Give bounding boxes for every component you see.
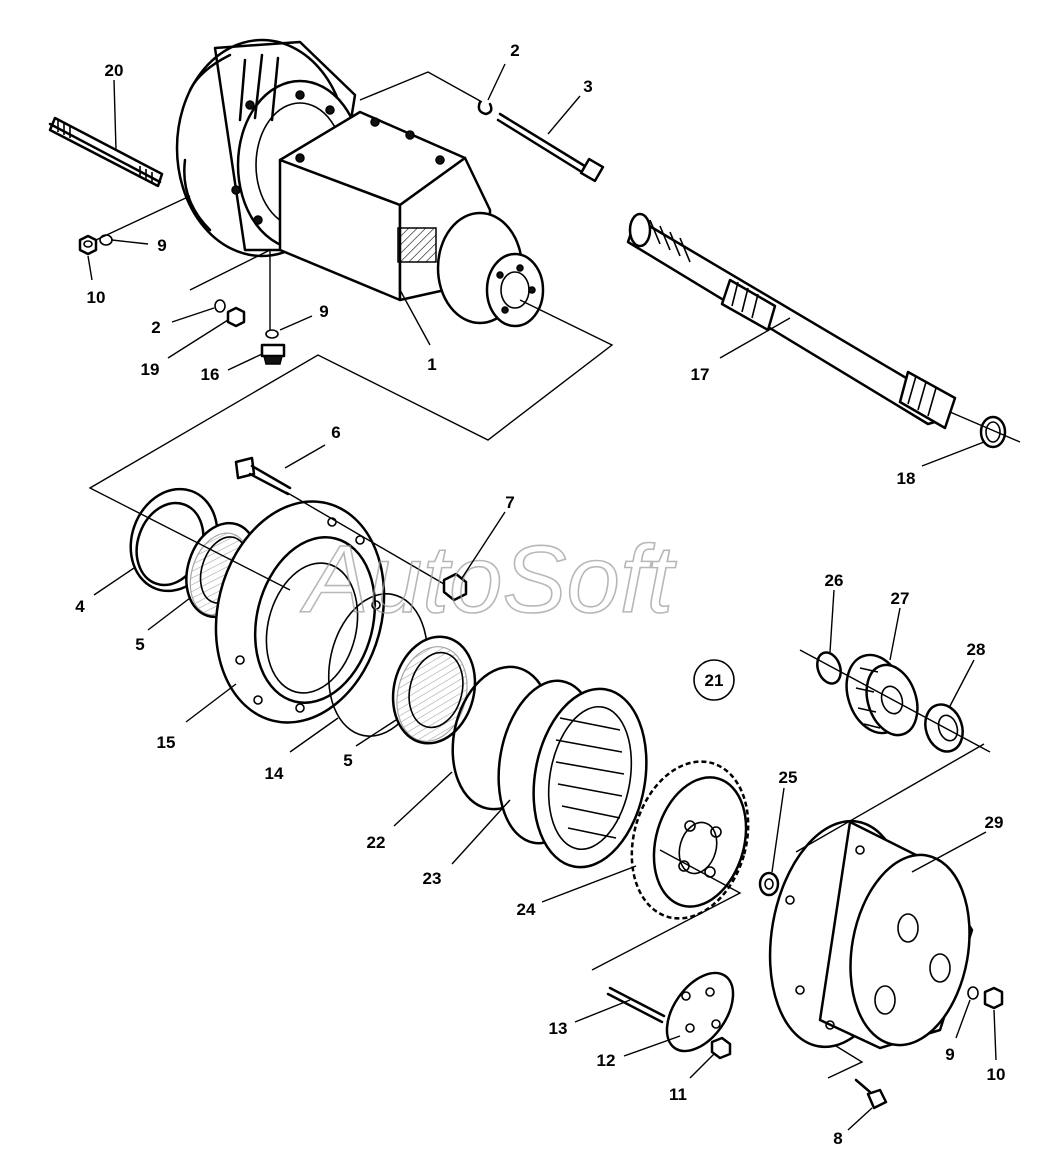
callout-15: 15 (157, 733, 176, 752)
snap-ring-26 (816, 651, 842, 685)
ring-gear-23 (497, 679, 648, 869)
bolt-3 (496, 112, 605, 183)
callout-1: 1 (427, 355, 436, 374)
callout-26: 26 (825, 571, 844, 590)
callout-10-right: 10 (987, 1065, 1006, 1084)
callout-3: 3 (583, 77, 592, 96)
callout-7: 7 (505, 493, 514, 512)
callout-5-inner: 5 (343, 751, 352, 770)
thrust-washer-25 (758, 871, 780, 897)
group-label-text: 21 (705, 671, 724, 690)
callout-4: 4 (75, 597, 85, 616)
plug-16 (260, 343, 286, 365)
callout-9-plug: 9 (319, 302, 328, 321)
group-label-21: 21 (693, 659, 735, 701)
nut-10-right (983, 986, 1004, 1010)
callout-23: 23 (423, 869, 442, 888)
long-stud-20 (48, 116, 164, 188)
nut-7 (442, 572, 468, 602)
axle-shaft-17 (626, 212, 1021, 443)
callout-13: 13 (549, 1019, 568, 1038)
planet-axis-line (799, 649, 991, 753)
callout-29: 29 (985, 813, 1004, 832)
callout-24: 24 (517, 900, 536, 919)
callout-12: 12 (597, 1051, 616, 1070)
callout-28: 28 (967, 640, 986, 659)
callout-22: 22 (367, 833, 386, 852)
callout-19: 19 (141, 360, 160, 379)
nut-19 (226, 306, 246, 328)
watermark-text: AutoSoft (300, 526, 677, 633)
washer-2-top (477, 100, 493, 116)
lock-plate-12 (665, 971, 735, 1053)
callout-20: 20 (105, 61, 124, 80)
callout-10-left: 10 (87, 288, 106, 307)
washer-9-left (99, 234, 113, 246)
seal-4 (129, 487, 219, 593)
bolt-6 (234, 456, 292, 496)
washer-9-plug (265, 329, 279, 339)
callout-27: 27 (891, 589, 910, 608)
callouts: 1 2 2 3 4 5 5 6 7 8 9 9 9 10 10 11 12 (75, 41, 1005, 1148)
callout-16: 16 (201, 365, 220, 384)
callout-25: 25 (779, 768, 798, 787)
callout-9-right: 9 (945, 1045, 954, 1064)
washer-2-bottom (214, 299, 226, 313)
callout-17: 17 (691, 365, 710, 384)
planetary-cover-29 (768, 819, 974, 1050)
washer-9-right (967, 986, 979, 1000)
callout-18: 18 (897, 469, 916, 488)
callout-6: 6 (331, 423, 340, 442)
callout-14: 14 (265, 764, 284, 783)
assembly-lines (88, 71, 985, 1079)
callout-9-left: 9 (157, 236, 166, 255)
stud-13 (606, 986, 666, 1024)
nut-10-left (78, 234, 98, 256)
callout-2-bottom: 2 (151, 318, 160, 337)
callout-5-outer: 5 (135, 635, 144, 654)
wheel-hub-15 (214, 500, 386, 724)
bearing-5-inner (391, 635, 477, 745)
planet-carrier-24 (630, 760, 750, 920)
nut-11 (710, 1036, 732, 1060)
axle-housing (175, 38, 545, 328)
callout-8: 8 (833, 1129, 842, 1148)
snap-ring-18 (979, 415, 1007, 449)
callout-11: 11 (669, 1085, 687, 1104)
bolt-8 (854, 1078, 888, 1110)
callout-2-top: 2 (510, 41, 519, 60)
